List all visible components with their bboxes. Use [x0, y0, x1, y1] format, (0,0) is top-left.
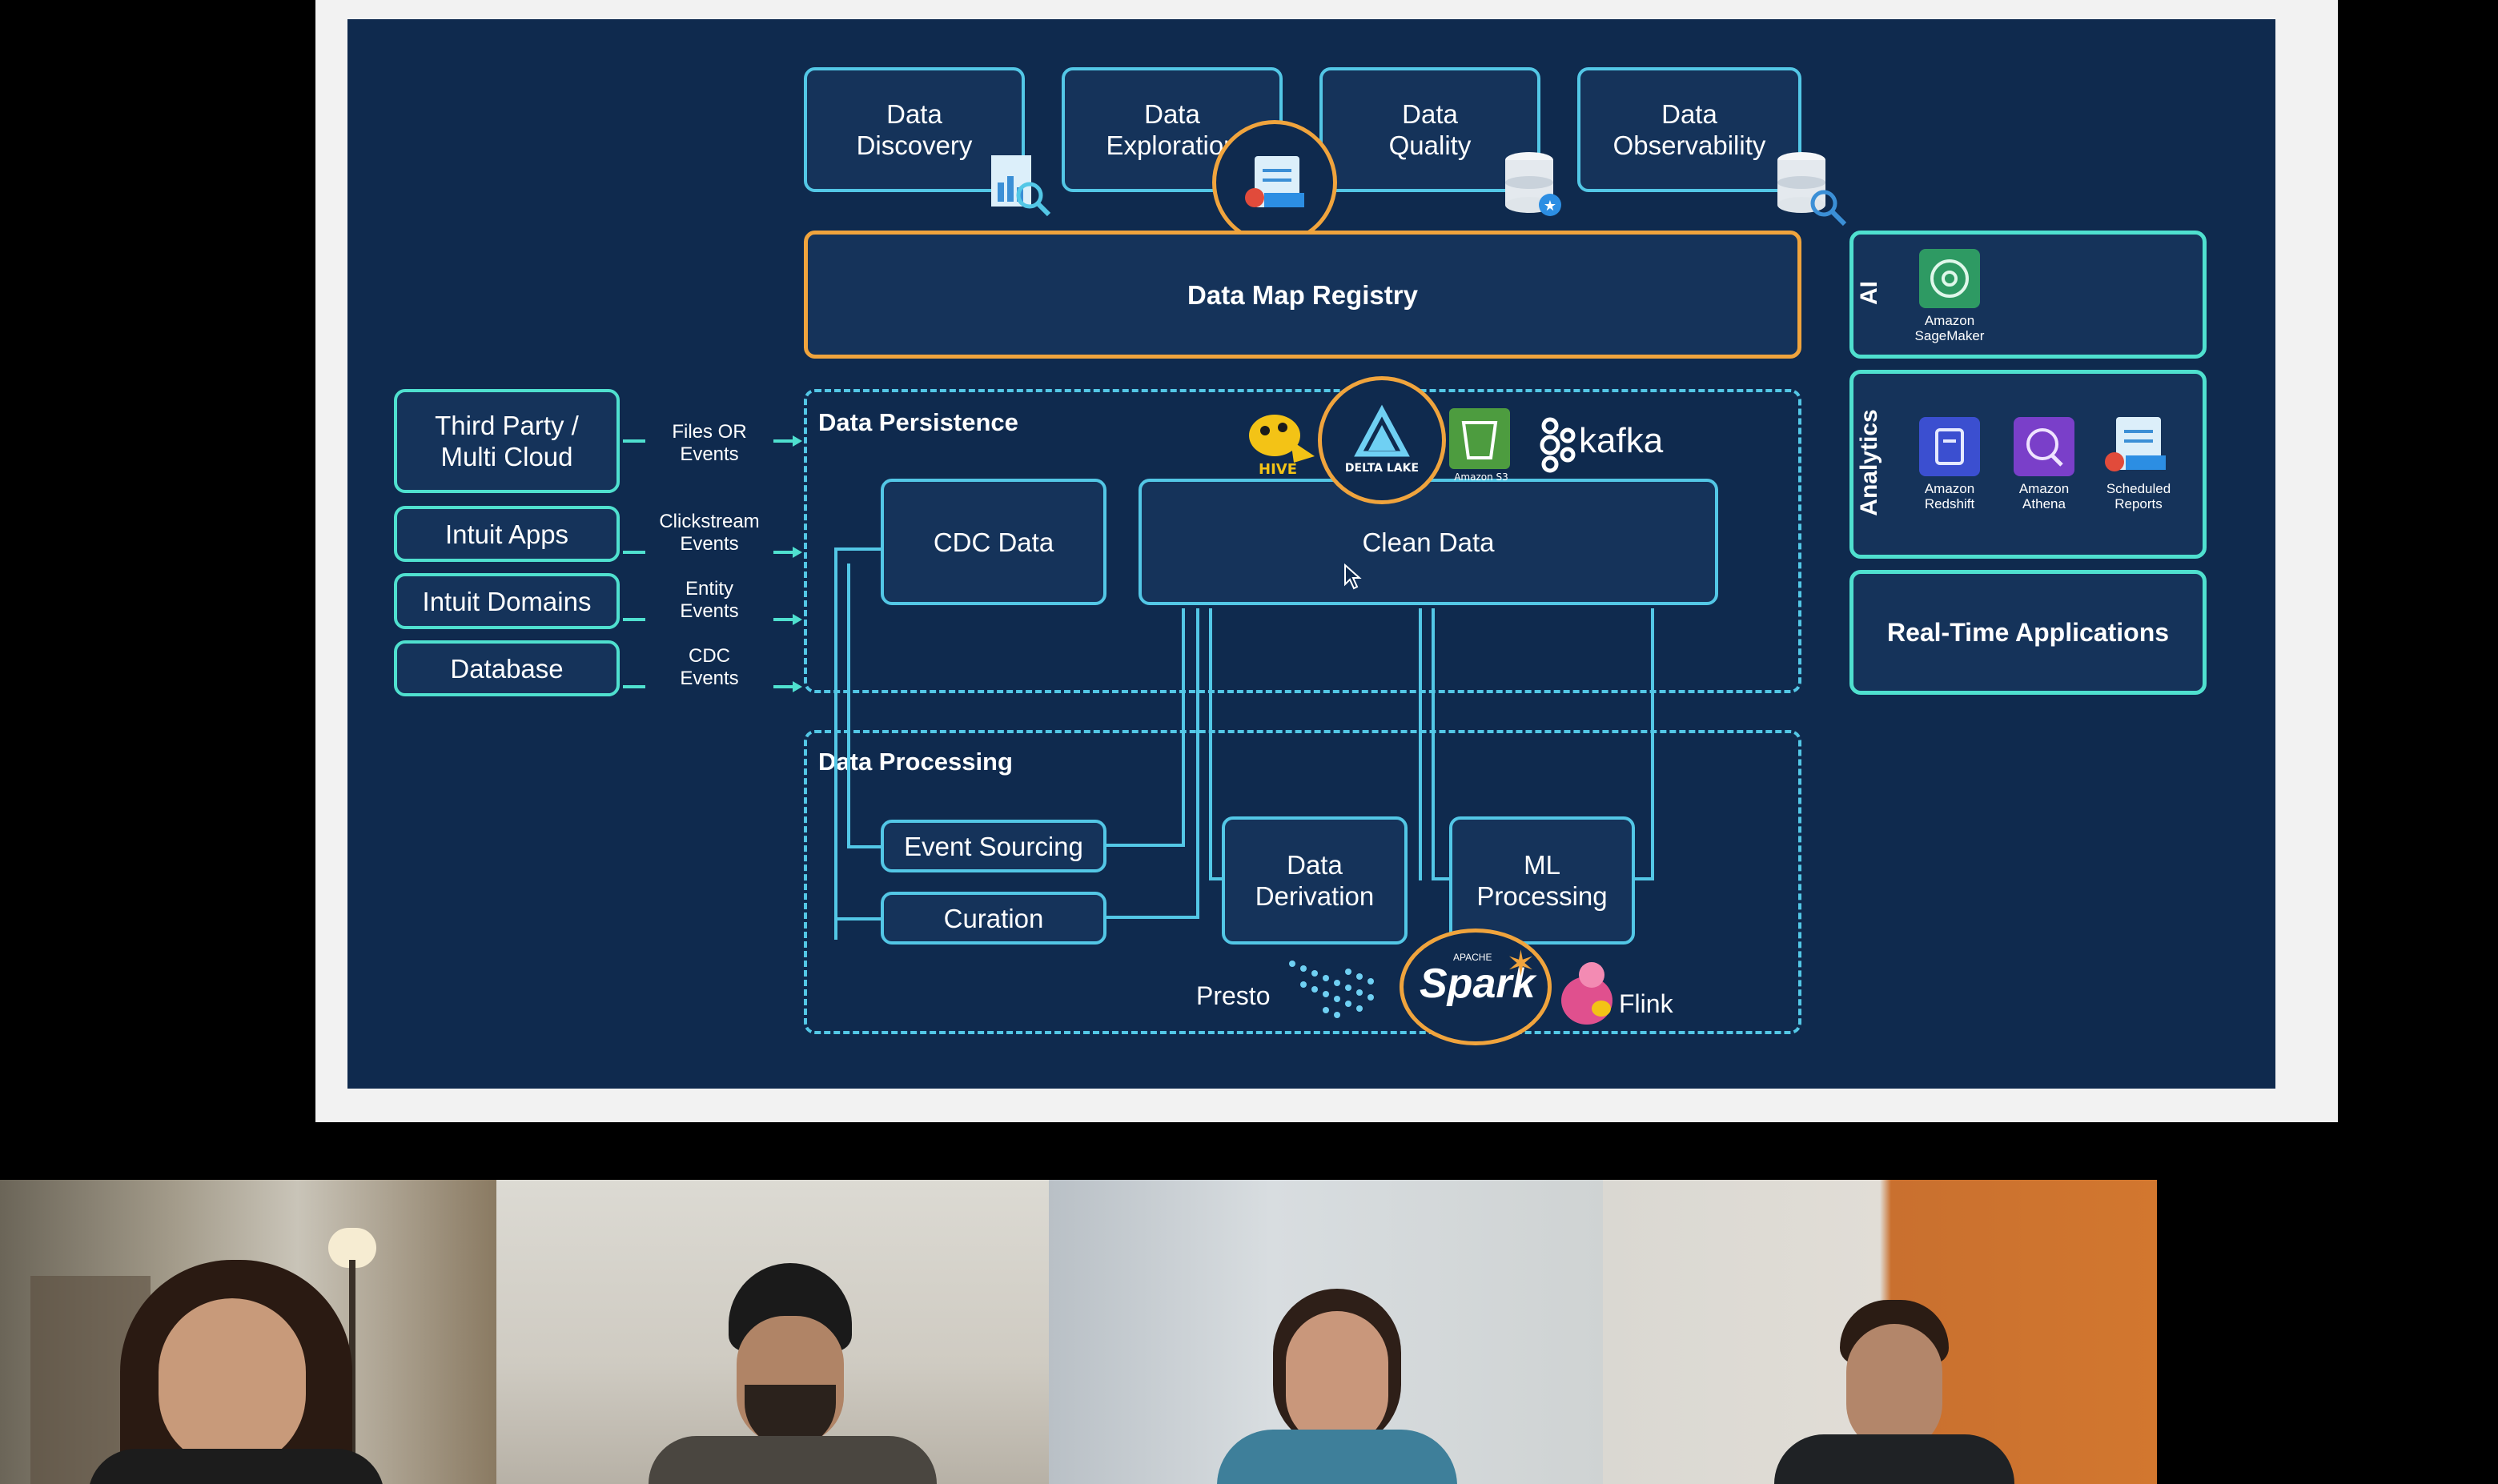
scheduled-reports-icon	[2105, 417, 2166, 471]
data-persistence-zone	[804, 389, 1801, 693]
sql-document-highlight	[1212, 120, 1337, 245]
scheduled-reports-label: Scheduled Reports	[2106, 481, 2171, 511]
architecture-slide: Data Discovery Data Exploration Data Qua…	[347, 19, 2275, 1089]
data-processing-title: Data Processing	[818, 748, 1013, 776]
event-label-entity: Entity Events	[680, 578, 739, 622]
delta-lake-logo-icon: DELTA LAKE	[1345, 404, 1419, 475]
svg-text:Amazon S3: Amazon S3	[1454, 471, 1508, 483]
spark-star-icon: ✶	[1506, 945, 1536, 984]
flow-line	[834, 917, 881, 920]
participant-jacket	[1774, 1434, 2014, 1484]
data-discovery-box: Data Discovery	[804, 67, 1025, 192]
event-sourcing-box: Event Sourcing	[881, 820, 1106, 872]
athena-label: Amazon Athena	[2018, 481, 2070, 511]
source-intuit-domains: Intuit Domains	[394, 573, 620, 629]
data-quality-box: Data Quality	[1319, 67, 1540, 192]
real-time-applications-label: Real-Time Applications	[1886, 617, 2170, 647]
data-map-registry: Data Map Registry	[804, 231, 1801, 359]
flow-line	[1651, 608, 1654, 880]
source-third-party: Third Party / Multi Cloud	[394, 389, 620, 493]
flow-line	[1182, 608, 1185, 847]
analytics-label: Analytics	[1856, 409, 1882, 516]
flow-line	[1419, 608, 1422, 880]
hive-logo-icon: HIVE	[1249, 415, 1315, 478]
report-search-icon	[991, 155, 1051, 217]
svg-text:DELTA LAKE: DELTA LAKE	[1345, 462, 1419, 475]
database-star-icon: ★	[1505, 152, 1561, 216]
data-persistence-title: Data Persistence	[818, 408, 1018, 436]
amazon-s3-logo-icon: Amazon S3	[1449, 408, 1510, 483]
participant-shirt	[88, 1449, 384, 1484]
database-search-icon	[1777, 152, 1847, 227]
participant-video-tile[interactable]	[1049, 1180, 1603, 1484]
flow-line	[1106, 916, 1199, 919]
participant-face	[1286, 1311, 1388, 1447]
data-derivation-box: Data Derivation	[1222, 816, 1408, 945]
spark-highlight: APACHE Spark ✶	[1400, 929, 1552, 1045]
source-database: Database	[394, 640, 620, 696]
flow-line	[1196, 608, 1199, 919]
athena-icon	[2014, 417, 2074, 476]
ai-label: AI	[1856, 281, 1882, 305]
spark-label: Spark	[1420, 961, 1536, 1007]
source-arrows	[623, 435, 802, 692]
spark-small-label: APACHE	[1453, 952, 1492, 963]
flow-line	[834, 547, 881, 551]
lamp-pole	[349, 1260, 355, 1484]
sagemaker-label: Amazon SageMaker	[1914, 313, 1985, 343]
real-time-applications-panel: Real-Time Applications	[1849, 570, 2207, 695]
participant-video-tile[interactable]	[0, 1180, 496, 1484]
data-observability-box: Data Observability	[1577, 67, 1801, 192]
clean-data-box: Clean Data	[1139, 479, 1718, 605]
participant-sweater	[1217, 1430, 1457, 1484]
flow-line	[1635, 877, 1654, 880]
flow-line	[1432, 608, 1435, 880]
event-label-files: Files OR Events	[672, 421, 747, 465]
flow-line	[847, 845, 881, 848]
presto-logo-icon	[1289, 961, 1374, 1018]
flow-line	[847, 564, 850, 847]
participant-video-tile[interactable]	[496, 1180, 1049, 1484]
sql-document-icon	[1245, 156, 1304, 207]
data-processing-zone	[804, 730, 1801, 1034]
flow-line	[1106, 844, 1185, 847]
redshift-icon	[1919, 417, 1980, 476]
svg-text:HIVE: HIVE	[1259, 461, 1297, 478]
sagemaker-icon	[1919, 249, 1980, 308]
mouse-cursor-icon	[1344, 564, 1362, 590]
redshift-label: Amazon Redshift	[1924, 481, 1975, 511]
flow-line	[1209, 877, 1222, 880]
flow-line	[1432, 877, 1449, 880]
delta-lake-highlight: DELTA LAKE	[1318, 376, 1446, 504]
flow-line	[1209, 608, 1212, 880]
cdc-data-box: CDC Data	[881, 479, 1106, 605]
participant-shirt	[649, 1436, 937, 1484]
curation-box: Curation	[881, 892, 1106, 945]
kafka-icon	[1540, 417, 1576, 473]
ai-panel: AI Amazon SageMaker	[1849, 231, 2207, 359]
flow-line	[834, 547, 837, 940]
kafka-logo: kafka	[1537, 407, 1665, 475]
event-label-cdc: CDC Events	[680, 645, 739, 689]
svg-text:★: ★	[1544, 198, 1556, 215]
flink-logo-icon	[1561, 962, 1612, 1025]
ml-processing-box: ML Processing	[1449, 816, 1635, 945]
source-intuit-apps: Intuit Apps	[394, 506, 620, 562]
participant-video-strip	[0, 1180, 2157, 1484]
analytics-panel: Analytics Amazon Redshift Amazon Athena …	[1849, 370, 2207, 559]
participant-video-tile[interactable]	[1603, 1180, 2157, 1484]
event-label-clickstream: Clickstream Events	[659, 511, 760, 555]
kafka-label: kafka	[1579, 421, 1664, 460]
presto-label: Presto	[1196, 981, 1271, 1010]
participant-face	[159, 1298, 306, 1468]
flink-label: Flink	[1619, 989, 1673, 1018]
participant-face	[1846, 1324, 1942, 1452]
